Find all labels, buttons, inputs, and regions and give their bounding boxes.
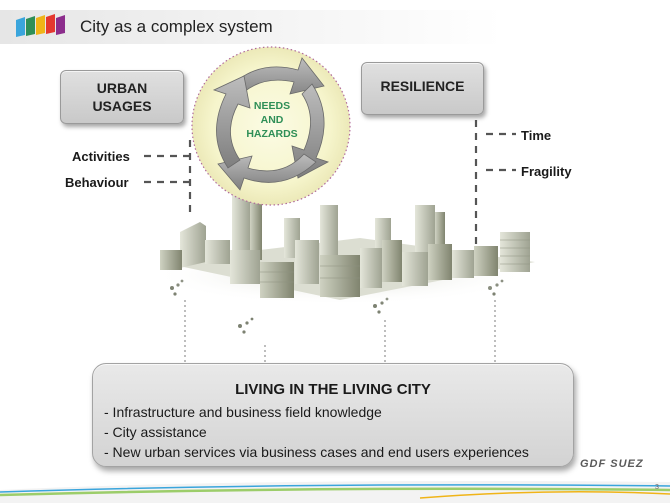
living-city-bullet: - City assistance [104, 424, 207, 440]
living-city-title: LIVING IN THE LIVING CITY [235, 381, 431, 398]
urban-usages-box: URBAN USAGES [60, 70, 184, 124]
cycle-line-3: HAZARDS [246, 128, 298, 140]
gdf-suez-logo: GDF SUEZ [580, 458, 644, 470]
urban-usages-line-2: USAGES [92, 98, 152, 114]
color-blocks-icon [16, 14, 65, 37]
resilience-label: RESILIENCE [380, 78, 465, 94]
cycle-line-2: AND [260, 114, 284, 126]
footer-swoosh [0, 481, 670, 503]
cycle-line-1: NEEDS [253, 100, 291, 112]
resilience-box: RESILIENCE [361, 62, 484, 115]
city-illustration [150, 190, 535, 305]
dashed-connectors [144, 120, 516, 245]
header-band [0, 10, 670, 44]
needs-and-hazards-cycle [191, 46, 351, 206]
label-fragility: Fragility [521, 164, 572, 179]
page-title: City as a complex system [80, 17, 273, 36]
label-activities: Activities [72, 149, 130, 164]
cycle-label: NEEDS AND HAZARDS [232, 99, 312, 141]
living-city-bullet: - New urban services via business cases … [104, 444, 529, 460]
living-city-bullet: - Infrastructure and business field know… [104, 404, 382, 420]
label-time: Time [521, 128, 552, 143]
label-behaviour: Behaviour [65, 175, 129, 190]
living-city-box [92, 363, 574, 467]
dotted-links [184, 300, 496, 362]
urban-usages-line-1: URBAN [96, 80, 148, 96]
page-number: 3 [655, 484, 659, 491]
